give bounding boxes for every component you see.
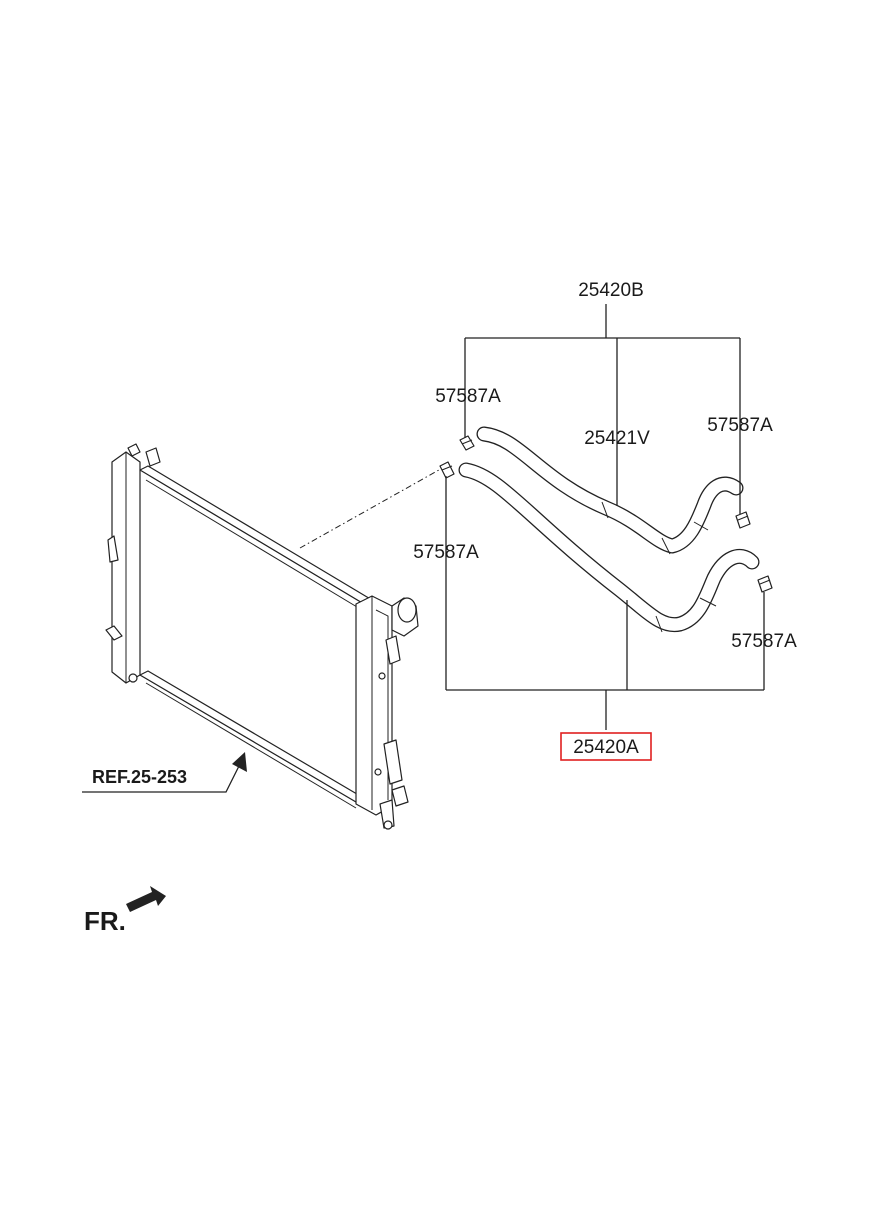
ref-arrow-icon [232,752,247,772]
radiator [105,443,419,830]
clamp-bottom-right [757,575,773,593]
radiator-top-rail [139,465,373,605]
label-clamp-top-left[interactable]: 57587A [435,386,501,407]
front-arrow-icon [126,886,166,912]
label-assembly-a[interactable]: 25420A [573,737,639,758]
label-assembly-b[interactable]: 25420B [578,280,644,301]
alignment-line [299,465,447,549]
clamp-top-left [459,435,475,451]
label-hose-v[interactable]: 25421V [584,428,650,449]
clamp-mid-left [439,461,455,479]
clamp-top-right [735,511,751,529]
hose-lower [458,462,760,633]
label-reference[interactable]: REF.25-253 [92,767,187,787]
highlight-box [560,732,652,761]
radiator-right-tank [355,595,393,816]
leader-lines [82,304,765,793]
hose-upper [476,426,744,555]
label-clamp-bottom-right[interactable]: 57587A [731,631,797,652]
label-clamp-mid-left[interactable]: 57587A [413,542,479,563]
label-clamp-top-right[interactable]: 57587A [707,415,773,436]
label-front: FR. [84,906,126,936]
